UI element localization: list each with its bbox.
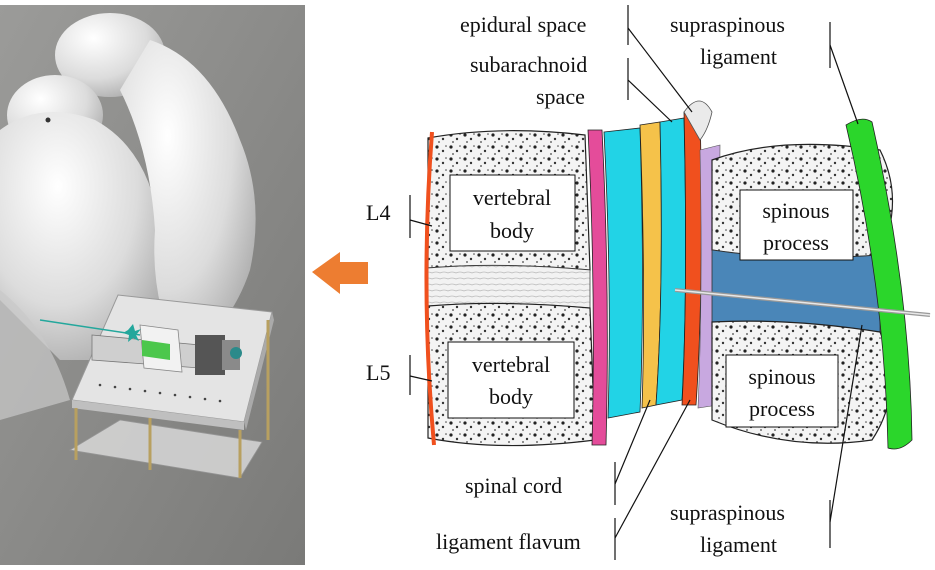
svg-text:body: body: [490, 218, 534, 243]
label-supraspinous-bottom-line2: ligament: [700, 532, 777, 557]
leader-lines: [409, 5, 863, 560]
label-l5: L5: [366, 360, 390, 385]
label-box-vertebral-body-top: vertebral body: [449, 174, 576, 252]
supraspinous-ligament: [845, 118, 913, 450]
interspinous-ligament: [711, 249, 881, 333]
label-l4: L4: [366, 200, 390, 225]
label-subarachnoid-line2: space: [536, 84, 585, 109]
svg-text:vertebral: vertebral: [472, 352, 550, 377]
label-ligament-flavum: ligament flavum: [436, 529, 581, 554]
csf-anterior: [603, 127, 643, 419]
svg-text:spinous: spinous: [748, 364, 815, 389]
left-arrow-icon: [312, 252, 368, 294]
label-box-vertebral-body-bottom: vertebral body: [447, 341, 575, 419]
render-panel: [0, 5, 305, 565]
label-box-spinous-process-top: spinous process: [739, 189, 854, 261]
label-subarachnoid-line1: subarachnoid: [470, 52, 587, 77]
svg-text:process: process: [763, 230, 829, 255]
svg-text:process: process: [749, 396, 815, 421]
anterior-ligament: [424, 131, 436, 446]
label-spinal-cord: spinal cord: [465, 473, 562, 498]
label-supraspinous-top-line2: ligament: [700, 44, 777, 69]
posterior-longitudinal-ligament: [587, 129, 608, 446]
label-box-spinous-process-bottom: spinous process: [725, 354, 839, 428]
svg-text:vertebral: vertebral: [473, 185, 551, 210]
robot-platform: [39, 294, 274, 479]
svg-text:spinous: spinous: [762, 198, 829, 223]
intervertebral-disc: [427, 265, 591, 309]
svg-text:body: body: [489, 384, 533, 409]
label-supraspinous-bottom-line1: supraspinous: [670, 500, 785, 525]
label-supraspinous-top-line1: supraspinous: [670, 12, 785, 37]
label-epidural-space: epidural space: [460, 12, 586, 37]
